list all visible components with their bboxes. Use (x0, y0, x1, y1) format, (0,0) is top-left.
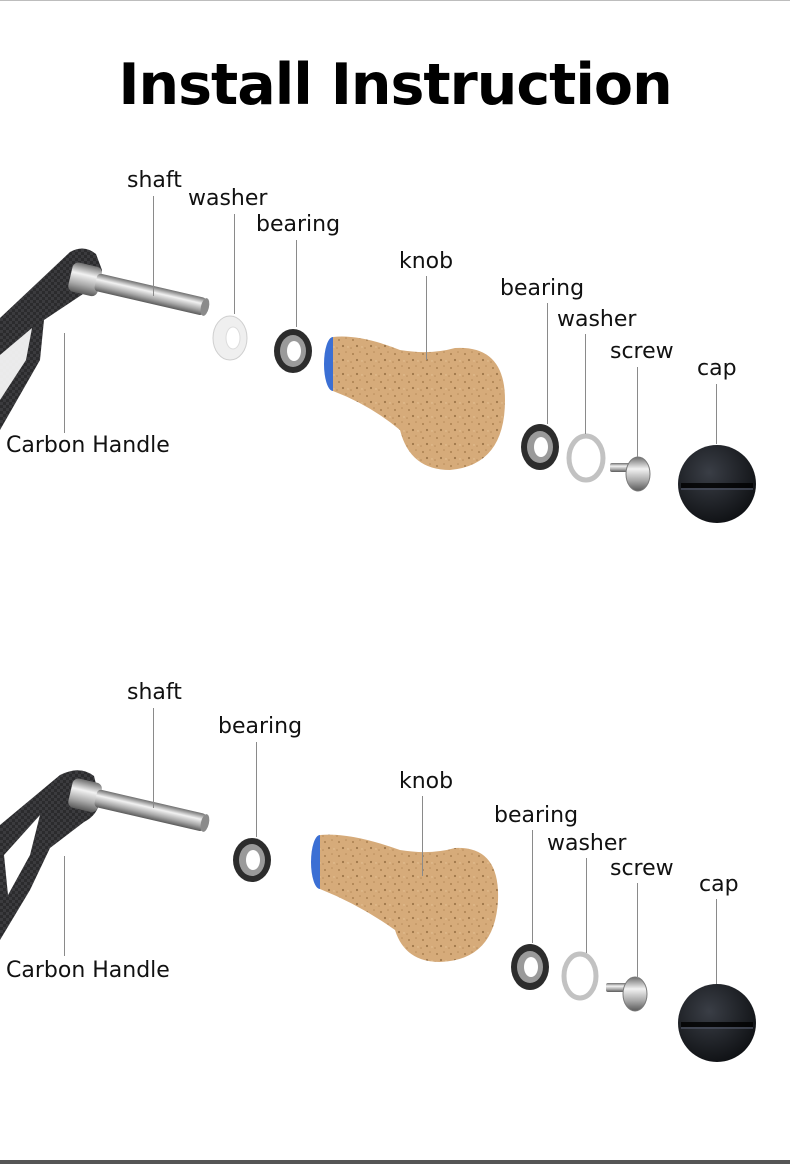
cork-knob-1 (324, 336, 505, 470)
leader-cap (716, 384, 717, 444)
bearing-part-1a (274, 329, 312, 373)
label-washer-2: washer (557, 307, 637, 332)
label-cap: cap (697, 356, 737, 381)
label-bearing-2: bearing (494, 803, 579, 828)
diagram-without-washer: shaft bearing knob bearing washer screw … (0, 600, 790, 1160)
leader-carbon-handle (64, 856, 65, 956)
leader-carbon-handle (64, 333, 65, 433)
washer-part-1b (566, 433, 606, 483)
bottom-border (0, 1160, 790, 1164)
screw-part-2 (606, 976, 648, 1012)
label-knob: knob (399, 249, 454, 274)
diagram-with-washer: shaft washer bearing knob bearing washer… (0, 168, 756, 523)
leader-bearing (296, 240, 297, 327)
leader-cap (716, 899, 717, 984)
screw-part-1 (610, 456, 651, 492)
label-washer: washer (188, 186, 268, 211)
bearing-part-2a (233, 838, 271, 882)
leader-knob (422, 796, 423, 876)
washer-part-1a (212, 315, 248, 361)
leader-bearing (256, 742, 257, 837)
label-screw: screw (610, 339, 674, 364)
exploded-parts-2 (0, 770, 756, 1062)
label-cap: cap (699, 872, 739, 897)
page-title: Install Instruction (118, 52, 672, 118)
carbon-handle-1 (0, 248, 102, 430)
label-carbon-handle: Carbon Handle (6, 958, 170, 983)
exploded-parts-1 (0, 248, 756, 523)
leader-bearing-2 (547, 303, 548, 424)
leader-shaft (153, 708, 154, 808)
leader-knob (426, 276, 427, 360)
washer-part-2 (561, 951, 599, 1001)
leader-shaft (153, 196, 154, 296)
label-screw: screw (610, 856, 674, 881)
bearing-part-2b (511, 944, 549, 990)
leader-screw (637, 883, 638, 978)
label-knob: knob (399, 769, 454, 794)
leader-washer (234, 214, 235, 314)
carbon-handle-2 (0, 770, 100, 940)
label-washer-2: washer (547, 831, 627, 856)
cap-part-2 (678, 984, 756, 1062)
cork-knob-2 (311, 834, 499, 962)
cap-part-1 (678, 445, 756, 523)
leader-bearing-2 (532, 830, 533, 943)
label-carbon-handle: Carbon Handle (6, 433, 170, 458)
label-bearing: bearing (256, 212, 341, 237)
label-shaft: shaft (127, 680, 182, 705)
top-border (0, 0, 790, 1)
leader-washer-2 (586, 858, 587, 953)
leader-screw (637, 367, 638, 457)
leader-washer-2 (585, 334, 586, 434)
label-bearing-2: bearing (500, 276, 585, 301)
shaft-part-2 (68, 778, 210, 832)
bearing-part-1b (521, 424, 559, 470)
label-bearing: bearing (218, 714, 303, 739)
shaft-part-1 (68, 262, 210, 316)
label-shaft: shaft (127, 168, 182, 193)
